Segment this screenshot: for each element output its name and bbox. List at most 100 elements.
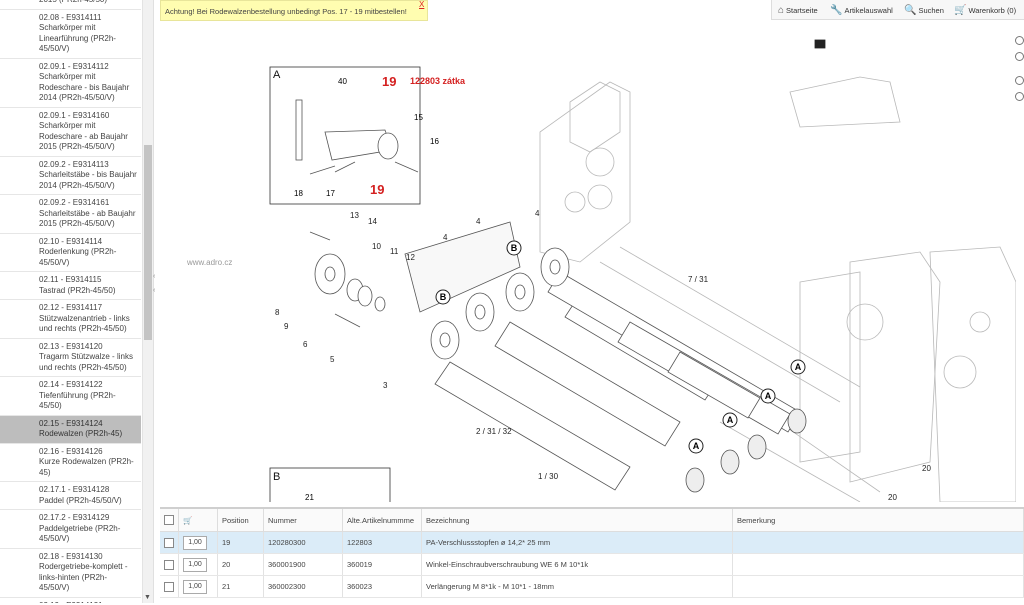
cell-description: Winkel-Einschraubverschraubung WE 6 M 10… [421,553,733,576]
fit-view-icon[interactable] [1015,92,1024,101]
sidebar-item-label: Kurze Rodewalzen (PR2h-45) [39,457,134,477]
sidebar-item-code: 02.17.1 - E9314128 [39,485,110,494]
parts-table-panel: 🛒 Position Nummer Alte.Artikelnummme Bez… [160,507,1024,605]
cell-select[interactable] [160,553,179,576]
select-all-checkbox[interactable] [164,515,174,525]
cell-number: 360001900 [263,553,343,576]
sidebar-item-label: Paddelgetriebe (PR2h-45/50/V) [39,523,121,544]
quantity-input[interactable]: 1,00 [183,557,207,572]
cell-remark [732,575,1024,598]
detail-b-label: B [273,471,280,483]
quantity-input[interactable]: 1,00 [183,535,207,550]
callout-18: 18 [294,189,303,198]
cell-qty[interactable]: 1,00 [178,575,218,598]
cart-button[interactable]: 🛒 Warenkorb (0) [954,3,1016,17]
exploded-parts-drawing[interactable]: www.adro.cz A 19 122803 zátka 19 40 15 1… [160,22,1016,502]
quantity-input[interactable]: 1,00 [183,579,207,594]
sidebar-item-label: Rodewalzen (PR2h-45) [39,429,123,438]
marker-a-4-circle [688,438,704,454]
cell-select[interactable] [160,575,179,598]
notice-close-link[interactable]: X [419,0,425,9]
callout-40: 40 [338,77,347,86]
cell-remark [732,553,1024,576]
sidebar-resize-handle[interactable]: ‹‹ [153,273,156,294]
cell-alt: 122803 [342,531,422,554]
sidebar-item[interactable]: 02.19 - E9314131Rodergetriebe-komplett - [0,598,141,604]
sidebar-item-code: 02.12 - E9314117 [39,303,103,312]
sidebar-item-label: Scharkörper mit Rodeschare - ab Baujahr … [39,121,128,151]
header-remark: Bemerkung [732,509,1024,532]
search-button[interactable]: 🔍 Suchen [904,3,944,17]
cart-icon: 🛒 [954,4,967,16]
cell-qty[interactable]: 1,00 [178,553,218,576]
header-select-all[interactable] [160,509,179,532]
sidebar-scroll-thumb[interactable] [144,145,152,340]
article-select-button[interactable]: 🔧 Artikelauswahl [830,3,893,17]
callout-4b: 4 [476,217,481,226]
cell-position: 21 [217,575,264,598]
sidebar-item-label: Rodergetriebe-komplett - links-hinten (P… [39,562,128,592]
callout-13: 13 [350,211,359,220]
row-checkbox[interactable] [164,581,174,592]
sidebar-item-code: 02.16 - E9314126 [39,446,103,456]
watermark: www.adro.cz [186,258,232,267]
row-checkbox[interactable] [164,537,174,548]
sidebar-item[interactable]: 2015 (PR2h-45/50) [0,0,141,10]
cell-alt: 360023 [342,575,422,598]
search-label: Suchen [918,5,944,15]
callout-4c: 4 [535,209,540,218]
cell-number: 360002300 [263,575,343,598]
sidebar-list: 2015 (PR2h-45/50)02.08 - E9314111Scharkö… [0,0,141,603]
callout-1-30: 1 / 30 [538,472,559,481]
detail-a-highlight-note: 122803 zátka [410,76,466,86]
callout-15: 15 [414,113,423,122]
sidebar: 2015 (PR2h-45/50)02.08 - E9314111Scharkö… [0,0,154,603]
callout-3: 3 [383,381,388,390]
marker-a-1-circle [790,359,806,375]
callout-10: 10 [372,242,381,251]
cell-select[interactable] [160,531,179,554]
header-number: Nummer [263,509,343,532]
sidebar-item-code: 02.14 - E9314122 [39,380,103,389]
row-checkbox[interactable] [164,559,174,570]
search-icon: 🔍 [904,4,917,16]
home-button[interactable]: ⌂ Startseite [778,3,818,17]
sidebar-scrollbar[interactable]: ▼ [142,0,153,603]
sidebar-item-code: 02.08 - E9314111 [39,12,102,22]
detail-a-highlight-number: 19 [382,74,396,89]
sidebar-item-label: Roderlenkung (PR2h-45/50/V) [39,247,117,267]
parts-table: 🛒 Position Nummer Alte.Artikelnummme Bez… [160,509,1024,598]
marker-a-4: A [693,441,700,451]
cell-qty[interactable]: 1,00 [178,531,218,554]
sidebar-item-label: Stützwalzenantrieb - links und rechts (P… [39,313,130,334]
marker-a-2: A [765,391,772,401]
sidebar-item-label: Paddel (PR2h-45/50/V) [39,495,122,505]
header-position: Position [217,509,264,532]
zoom-out-icon[interactable] [1015,52,1024,61]
marker-a-3-circle [722,412,738,428]
reset-view-icon[interactable] [1015,76,1024,85]
scroll-down-arrow-icon[interactable]: ▼ [144,594,151,601]
cart-label: Warenkorb (0) [968,5,1017,15]
article-select-label: Artikelauswahl [844,5,893,15]
zoom-in-icon[interactable] [1015,36,1024,45]
notice-banner: Achtung! Bei Rodewalzenbestellung unbedi… [160,0,428,21]
